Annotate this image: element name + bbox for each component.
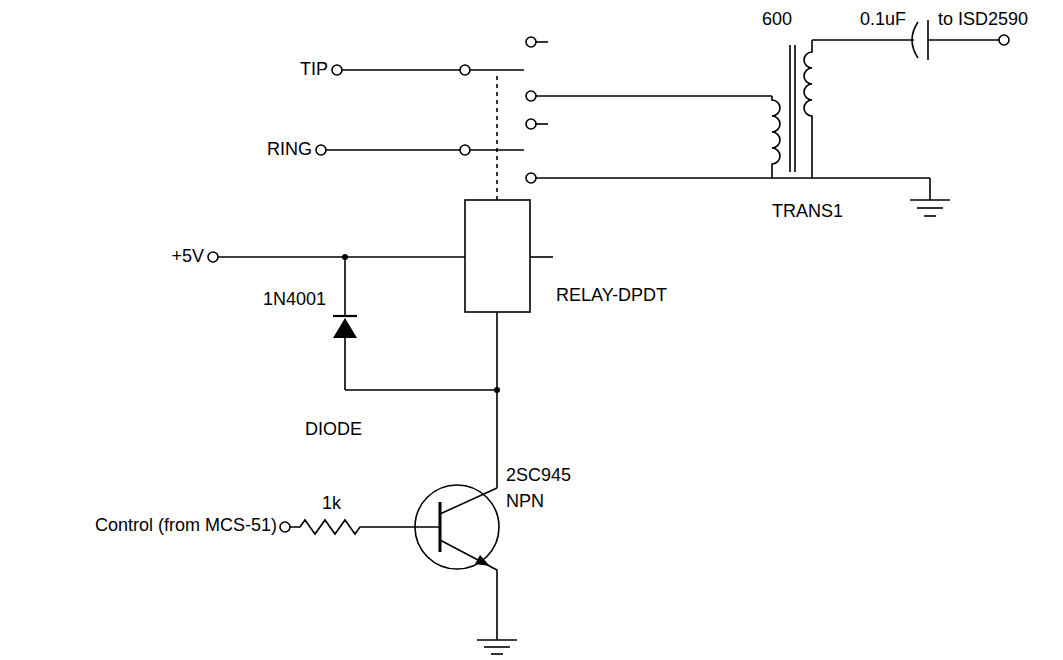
switch-contact <box>526 37 536 47</box>
terminal <box>316 145 326 155</box>
wire <box>536 95 772 97</box>
transformer-core <box>789 45 791 172</box>
wire <box>496 312 498 488</box>
resistor-symbol <box>290 520 440 534</box>
wire <box>530 256 553 258</box>
wire <box>928 39 999 41</box>
terminal <box>280 522 290 532</box>
transistor-symbol <box>415 485 499 569</box>
emitter-arrow <box>475 555 490 566</box>
part-name: TRANS1 <box>772 202 843 222</box>
wire <box>342 69 460 71</box>
part-value: 0.1uF <box>860 10 906 30</box>
wire <box>536 41 548 43</box>
signal-name: Control (from MCS-51) <box>95 516 277 536</box>
transformer-core <box>794 45 796 172</box>
switch-blade <box>470 69 524 71</box>
mechanical-link <box>496 76 498 200</box>
switch-pivot <box>460 65 470 75</box>
part-name: RELAY-DPDT <box>556 286 667 306</box>
wire <box>344 338 346 390</box>
ground-symbol <box>924 215 936 217</box>
secondary-coil <box>804 40 812 178</box>
wire <box>536 123 548 125</box>
wire <box>536 177 930 179</box>
switch-contact <box>526 91 536 101</box>
primary-coil <box>772 96 780 178</box>
switch-contact <box>526 119 536 129</box>
supply-name: +5V <box>171 247 204 267</box>
transistor-base <box>439 502 442 552</box>
junction-dot <box>342 254 348 260</box>
terminal <box>332 65 342 75</box>
ground-symbol <box>477 639 517 641</box>
wire <box>218 256 465 258</box>
junction-dot <box>494 387 500 393</box>
transistor-emitter <box>440 540 497 640</box>
switch-contact <box>526 173 536 183</box>
terminal <box>999 35 1009 45</box>
part-number: 2SC945 <box>506 466 571 486</box>
wire <box>929 178 931 200</box>
wire <box>326 149 460 151</box>
ground-symbol <box>917 207 943 209</box>
diode-cathode <box>333 315 357 317</box>
part-number: 1N4001 <box>263 290 326 310</box>
terminal <box>208 252 218 262</box>
part-value: 600 <box>762 10 792 30</box>
terminal-name: TIP <box>300 60 328 80</box>
diode-symbol <box>333 318 357 338</box>
wire <box>345 389 497 391</box>
terminal-name: RING <box>267 140 312 160</box>
signal-name: to ISD2590 <box>938 10 1028 30</box>
transistor-collector <box>440 488 497 514</box>
ground-symbol <box>910 199 950 201</box>
part-value: 1k <box>322 494 341 514</box>
capacitor-plate <box>912 22 918 58</box>
relay-coil <box>465 200 530 312</box>
ground-symbol <box>484 646 510 648</box>
part-name: DIODE <box>305 420 362 440</box>
switch-pivot <box>460 145 470 155</box>
ground-symbol <box>491 653 503 655</box>
part-type: NPN <box>506 492 544 512</box>
wire <box>344 257 346 316</box>
wire <box>812 39 914 41</box>
